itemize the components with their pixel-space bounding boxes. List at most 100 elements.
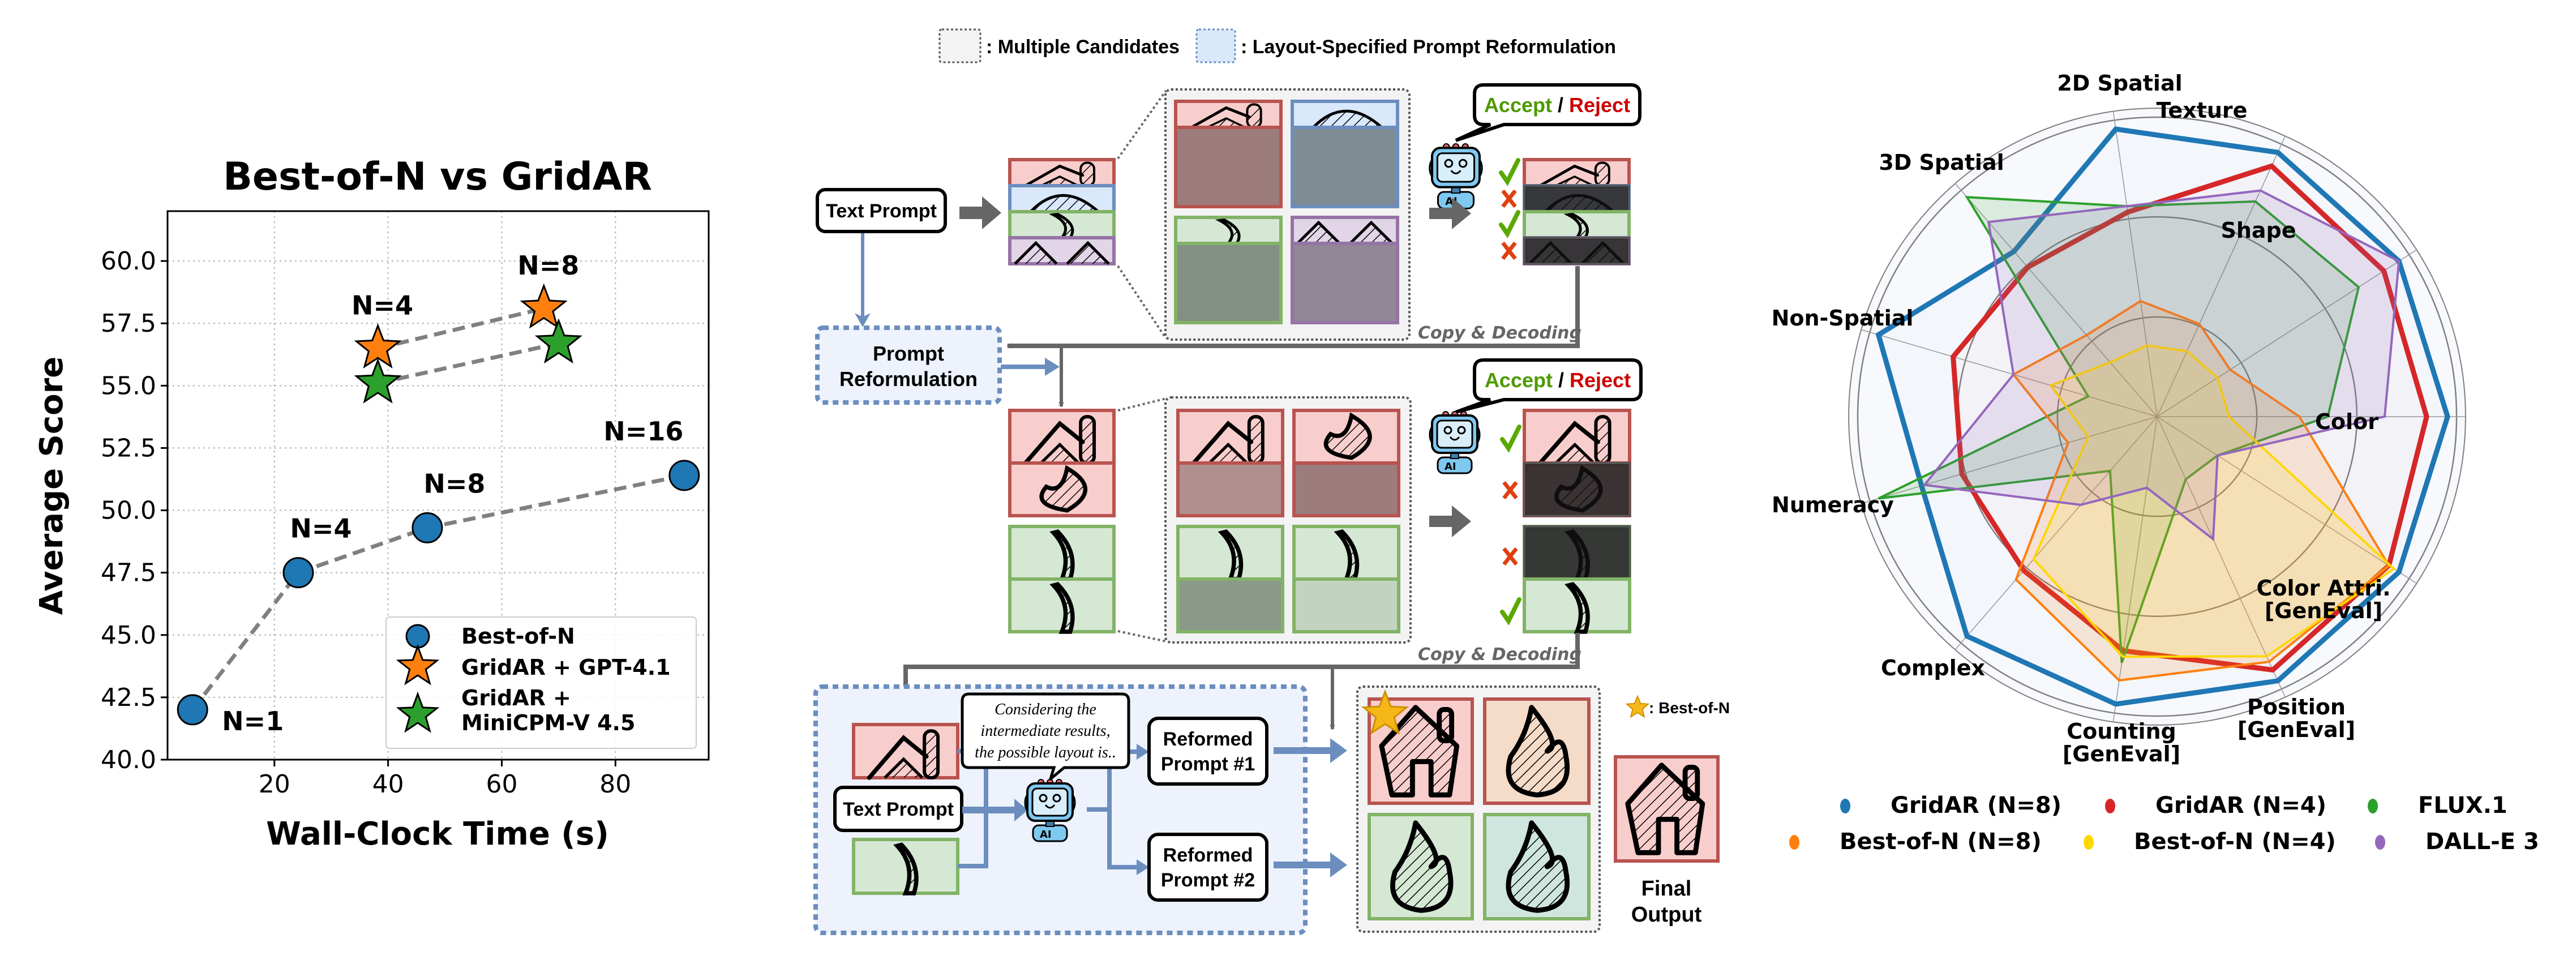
robot-badge: AI [1040, 829, 1052, 841]
legend-marker [1840, 799, 1850, 813]
check-icon [1500, 425, 1521, 453]
check-icon [1499, 158, 1520, 186]
house-sketch-icon [1538, 421, 1600, 465]
legend-label-minicpm-line1: GridAR + [461, 685, 571, 710]
legend-label: FLUX.1 [2418, 792, 2508, 819]
final-candidate-house-1 [1368, 697, 1474, 805]
stage2-copy-decoding-label: Copy & Decoding [1418, 645, 1581, 665]
arrow-prompt-to-strips [959, 196, 1001, 229]
strip2-green-top [1008, 525, 1116, 581]
scatter-title: Best-of-N vs GridAR [223, 155, 652, 199]
point-label: N=4 [352, 290, 413, 320]
cross-icon [1501, 189, 1517, 208]
candidate-top-row [1174, 100, 1283, 129]
final-candidate-house-2 [1483, 697, 1591, 805]
legend-label: Best-of-N (N=4) [2134, 829, 2336, 855]
house-sketch-icon [1023, 421, 1085, 465]
x-tick-label: 20 [259, 770, 290, 799]
swirl-sketch-icon [1554, 465, 1603, 513]
candidate2-undecoded-region [1176, 577, 1284, 633]
legend-layout-reformulation-swatch [1195, 28, 1236, 63]
radar-axis-label: Texture [2157, 98, 2248, 123]
stage1-candidates-box [1164, 88, 1411, 341]
strip2-red-top [1008, 409, 1116, 465]
robot-eye [1039, 794, 1048, 803]
final-output-image [1614, 755, 1720, 863]
y-tick-label: 57.5 [101, 309, 156, 338]
cross-icon [1502, 547, 1518, 566]
cross-icon [1501, 241, 1517, 260]
radar-spoke [2157, 249, 2417, 417]
candidate2-undecoded-region [1292, 577, 1400, 633]
chimney-sketch-icon [1246, 103, 1262, 129]
arrow-reformed-1-to-output [1274, 738, 1347, 763]
stage1-verifier-robot: AI [1429, 143, 1483, 209]
cross-icon [1502, 481, 1518, 500]
flame-sketch-icon [1565, 582, 1590, 634]
robot-smile [1450, 170, 1461, 174]
stage2-zoom-connector [1117, 397, 1167, 642]
robot-antenna [1442, 143, 1450, 151]
reformed-prompt-1-box [1147, 717, 1268, 786]
strip-row-red [1008, 158, 1116, 187]
chimney-sketch-icon [1437, 706, 1455, 744]
reformed-prompt-1-line1: Reformed [1163, 729, 1253, 750]
verdict-separator: / [1553, 369, 1570, 392]
accept-label: Accept [1485, 369, 1553, 392]
robot-antenna [1461, 143, 1469, 151]
prompt-reformulation-label-line2: Reformulation [839, 367, 978, 391]
y-tick-label: 52.5 [101, 434, 156, 462]
legend-marker [2375, 835, 2385, 850]
chimney-sketch-icon [923, 729, 940, 780]
radar-axis-label: [GenEval] [2063, 742, 2180, 766]
robot-eye [1457, 426, 1466, 435]
stage2-verified-strips [1523, 409, 1631, 634]
y-tick-label: 42.5 [101, 683, 156, 712]
radar-series-gridar-n-8- [1875, 126, 2450, 707]
radar-series-best-of-n-n-8- [2012, 299, 2391, 682]
robot-body [1437, 191, 1475, 209]
stage2-row-strips [1008, 409, 1116, 634]
prompt-reformulation-box: Prompt Reformulation [815, 325, 1002, 405]
candidate-undecoded-region [1291, 126, 1399, 208]
legend-marker [2084, 835, 2094, 850]
star-icon [1625, 695, 1650, 718]
robot-screen [1436, 419, 1473, 449]
stage1-verifier-bubble: Accept / Reject [1455, 83, 1641, 142]
speech-bubble [1455, 358, 1643, 414]
legend-label: Best-of-N (N=8) [1840, 829, 2042, 855]
point-marker [412, 512, 443, 543]
candidate2-top [1292, 525, 1400, 581]
chimney-sketch-icon [1594, 415, 1611, 465]
robot-head-icon [1431, 147, 1481, 188]
reformed-prompt-2-line2: Prompt #2 [1161, 869, 1255, 891]
radar-series [1875, 126, 2450, 707]
prompt-reformulation-label-line1: Prompt [873, 342, 944, 365]
scatter-connector-lines [191, 306, 685, 712]
radar-grid [1848, 108, 2466, 726]
check-icon [1499, 210, 1520, 238]
robot-ear [1429, 425, 1440, 445]
robot-ear [1429, 157, 1441, 179]
prompt-to-reformulation-arrowhead [855, 313, 871, 327]
radar-series-gridar-n-4- [1950, 163, 2429, 673]
house-sketch-icon [867, 735, 929, 780]
stage1-copy-decoding-label: Copy & Decoding [1418, 323, 1581, 343]
stage1-verdict-marks [1499, 158, 1520, 260]
radar-spoke [1861, 329, 2158, 417]
robot-neck [1450, 451, 1459, 459]
best-of-n-legend-label: : Best-of-N [1649, 699, 1730, 717]
point-marker [354, 323, 402, 369]
cross-icon [1502, 547, 1518, 566]
radar-ring [2056, 316, 2258, 517]
radar-outer-ring [1848, 108, 2466, 726]
flame-sketch-icon [1334, 529, 1360, 581]
peak-sketch-icon [1580, 241, 1625, 265]
verdict-separator: / [1552, 93, 1569, 117]
robot-neck [1451, 185, 1461, 194]
radar-spoke [2112, 416, 2158, 722]
reformed-prompt-1-line2: Prompt #1 [1161, 753, 1255, 775]
radar-axis-label: Counting [2067, 719, 2176, 744]
